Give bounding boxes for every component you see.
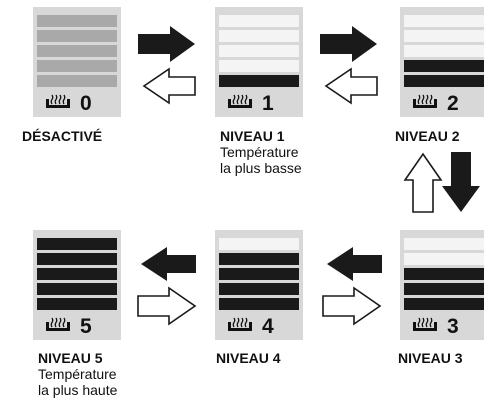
level-1-description-line2: la plus basse	[220, 160, 302, 176]
level-5-description-line2: la plus haute	[38, 382, 118, 398]
level-0-stripe-4	[37, 60, 117, 72]
level-3-stripe-3	[404, 268, 484, 280]
level-1-panel: 1	[215, 7, 303, 117]
level-3-panel: 3	[400, 230, 484, 340]
level-2-stripe-4	[404, 60, 484, 72]
level-4-stripe-2	[219, 253, 299, 265]
level-4-stripe-1	[219, 238, 299, 250]
level-1-stripe-4	[219, 60, 299, 72]
level-3-stripe-1	[404, 238, 484, 250]
level-3-stripe-2	[404, 253, 484, 265]
arrow-left-outline	[142, 67, 196, 105]
level-1-stripe-3	[219, 45, 299, 57]
level-4-panel: 4	[215, 230, 303, 340]
level-4-number: 4	[262, 315, 274, 338]
level-5-stripe-5	[37, 298, 117, 310]
level-4-title: NIVEAU 4	[216, 350, 281, 366]
level-4-stripe-4	[219, 283, 299, 295]
level-2-stripe-5	[404, 75, 484, 87]
level-1-stripe-5	[219, 75, 299, 87]
level-5-stripe-3	[37, 268, 117, 280]
level-5-panel: 5	[33, 230, 121, 340]
level-0-panel: 0	[33, 7, 121, 117]
level-4-stripe-5	[219, 298, 299, 310]
level-0-number: 0	[80, 92, 92, 115]
arrow-left-filled	[327, 247, 382, 281]
level-0-title: DÉSACTIVÉ	[22, 128, 103, 144]
level-5-stripe-4	[37, 283, 117, 295]
level-3-stripe-4	[404, 283, 484, 295]
level-5-title: NIVEAU 5	[38, 350, 103, 366]
level-1-title: NIVEAU 1	[220, 128, 285, 144]
level-0-stripe-5	[37, 75, 117, 87]
level-0-stripe-3	[37, 45, 117, 57]
level-4-stripe-3	[219, 268, 299, 280]
level-5-number: 5	[80, 315, 92, 338]
level-2-stripe-3	[404, 45, 484, 57]
level-1-stripe-2	[219, 30, 299, 42]
level-2-stripe-2	[404, 30, 484, 42]
level-2-panel: 2	[400, 7, 484, 117]
level-1-stripe-1	[219, 15, 299, 27]
arrow-right-filled	[320, 26, 377, 62]
arrow-left-outline	[324, 67, 378, 105]
level-3-number: 3	[447, 315, 459, 338]
arrow-left-filled	[141, 247, 196, 281]
level-2-stripe-1	[404, 15, 484, 27]
level-0-stripe-2	[37, 30, 117, 42]
arrow-right-outline	[137, 286, 197, 326]
arrow-right-outline	[322, 286, 382, 326]
level-2-title: NIVEAU 2	[395, 128, 460, 144]
level-0-stripe-1	[37, 15, 117, 27]
level-3-stripe-5	[404, 298, 484, 310]
arrow-down-filled	[442, 152, 480, 212]
arrow-right-filled	[138, 26, 195, 62]
level-5-description-line1: Température	[38, 366, 117, 382]
level-5-stripe-2	[37, 253, 117, 265]
level-1-number: 1	[262, 92, 274, 115]
level-5-stripe-1	[37, 238, 117, 250]
arrow-up-outline	[403, 152, 443, 213]
level-3-title: NIVEAU 3	[398, 350, 463, 366]
level-2-number: 2	[447, 92, 459, 115]
level-1-description-line1: Température	[220, 144, 299, 160]
